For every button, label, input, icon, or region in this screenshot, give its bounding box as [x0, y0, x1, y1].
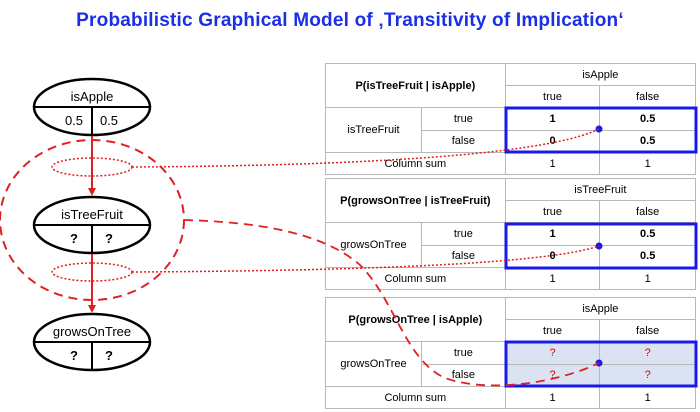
child-label: growsOnTree: [326, 342, 422, 386]
node-cell-false: ?: [105, 348, 113, 363]
col-header-false: false: [599, 200, 696, 223]
center-dot-1: [595, 125, 603, 133]
row-header-false: false: [451, 369, 475, 382]
node-cell-false: 0.5: [100, 113, 118, 128]
node-cell-true: ?: [70, 231, 78, 246]
highlight-box-3: [504, 340, 698, 388]
node-isApple: isApple 0.5 0.5: [32, 77, 152, 137]
cell-false-false: ?: [599, 363, 696, 387]
cpt-table-1: P(isTreeFruit | isApple) isApple true fa…: [325, 63, 697, 175]
page-title: Probabilistic Graphical Model of ‚Transi…: [76, 10, 624, 31]
connector-1: [131, 128, 600, 168]
node-growsOnTree: growsOnTree ? ?: [32, 312, 152, 372]
node-label: growsOnTree: [53, 324, 131, 339]
cpt-table-2: P(growsOnTree | isTreeFruit) isTreeFruit…: [325, 178, 697, 290]
row-header-false: false: [451, 250, 475, 263]
row-header-true: true: [422, 342, 505, 365]
col-header-false: false: [599, 85, 696, 108]
cell-true-false: 0.5: [599, 222, 696, 246]
node-cell-false: ?: [105, 231, 113, 246]
column-sum-label: Column sum: [325, 267, 506, 290]
row-header-true: true: [422, 108, 505, 131]
child-label: isTreeFruit: [326, 108, 422, 152]
column-sum-label: Column sum: [325, 386, 506, 409]
node-cell-true: ?: [70, 348, 78, 363]
cell-false-true: ?: [504, 363, 601, 387]
table-title: P(growsOnTree | isApple): [325, 297, 506, 342]
row-group: growsOnTree true false: [325, 222, 506, 268]
table-title: P(isTreeFruit | isApple): [325, 63, 506, 108]
child-label: growsOnTree: [326, 223, 422, 267]
parent-label: isTreeFruit: [504, 178, 697, 201]
node-label: isTreeFruit: [61, 207, 123, 222]
row-group: growsOnTree true false: [325, 341, 506, 387]
row-group: isTreeFruit true false: [325, 107, 506, 153]
connector-3: [183, 219, 600, 387]
node-label: isApple: [71, 89, 114, 104]
highlight-box-2: [504, 222, 698, 270]
node-isTreeFruit: isTreeFruit ? ?: [32, 195, 152, 255]
row-header-false: false: [451, 135, 475, 148]
cpt-table-3: P(growsOnTree | isApple) isApple true fa…: [325, 297, 697, 409]
row-header-true: true: [422, 223, 505, 246]
connector-2: [131, 245, 600, 273]
column-sum-false: 1: [599, 152, 696, 175]
column-sum-label: Column sum: [325, 152, 506, 175]
cell-true-false: 0.5: [599, 107, 696, 131]
highlight-box-1: [504, 106, 698, 154]
node-cell-true: 0.5: [65, 113, 83, 128]
